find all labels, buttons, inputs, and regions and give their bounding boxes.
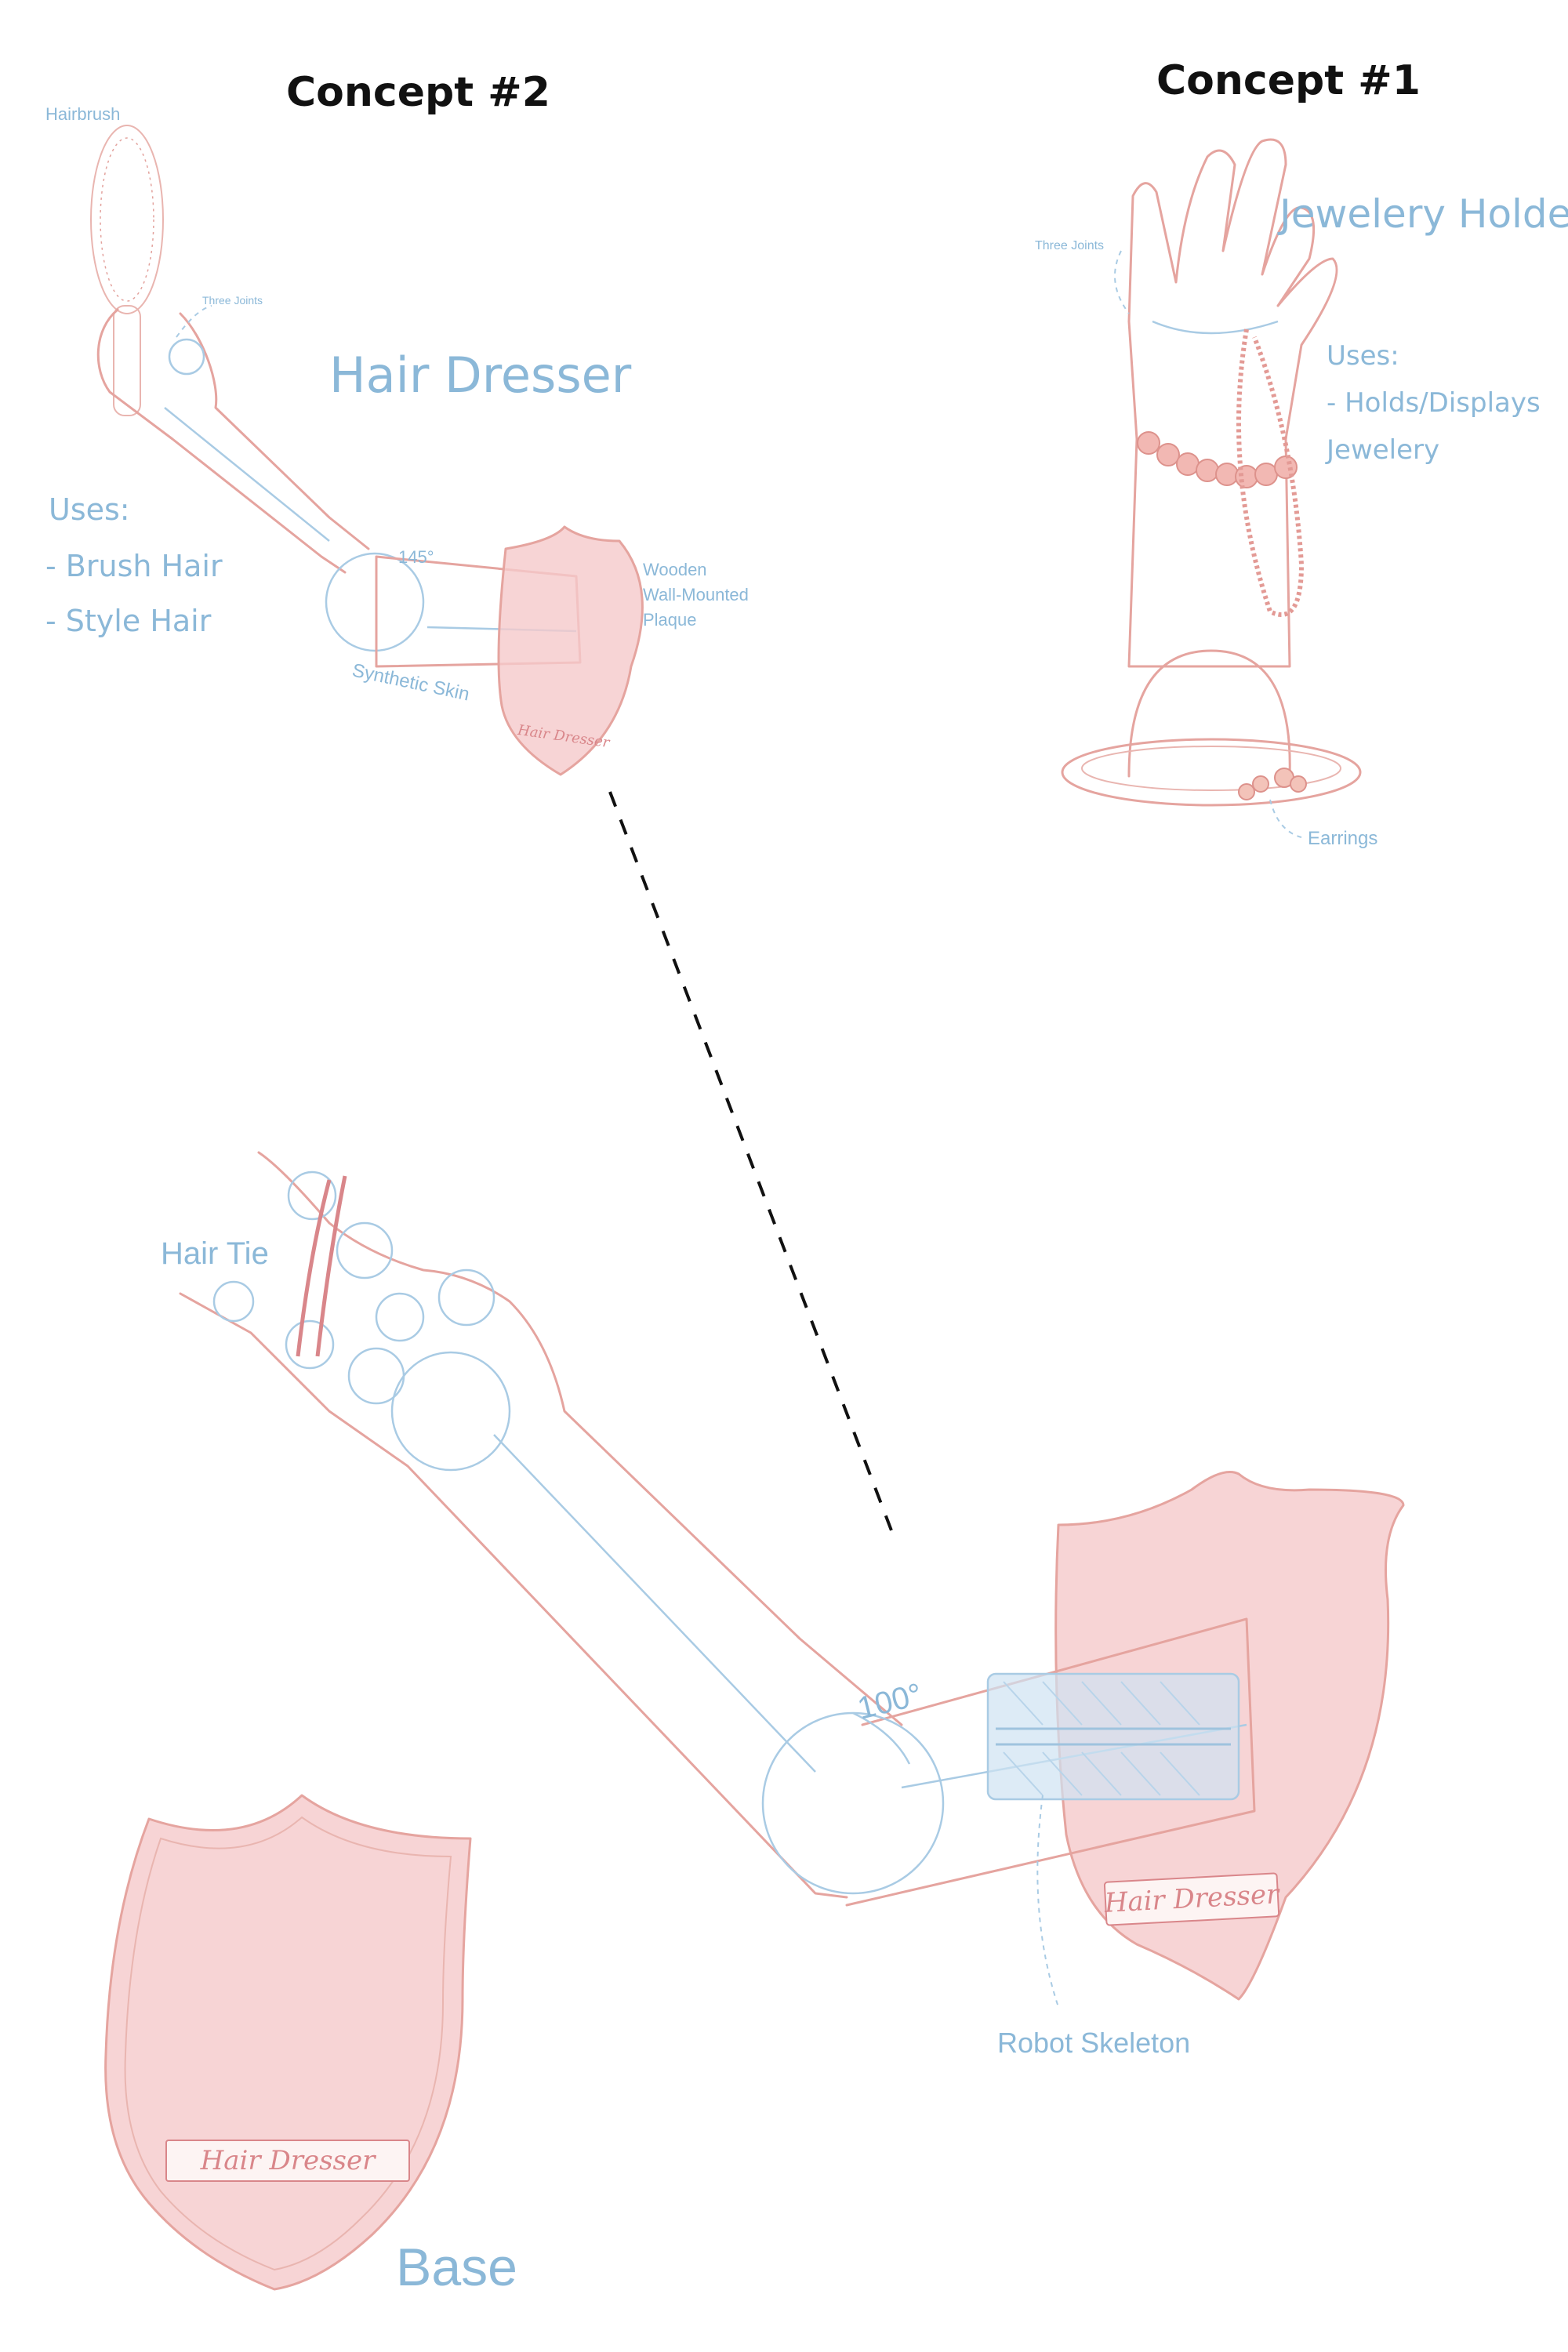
concept-2-arm-sketch bbox=[96, 305, 582, 668]
concept-2-joints-label: Three Joints bbox=[202, 294, 263, 307]
base-label: Base bbox=[396, 2238, 517, 2297]
plaque-label-line3: Plaque bbox=[643, 610, 697, 630]
concept-2-angle-label: 145° bbox=[398, 547, 434, 567]
concept-2-use-2: - Style Hair bbox=[45, 604, 212, 638]
concept-1-joints-label: Three Joints bbox=[1035, 239, 1104, 252]
base-group: Hair Dresser Base bbox=[104, 1794, 517, 2297]
detail-joint-circles bbox=[212, 1171, 945, 1895]
detail-arm-group: Hair Dresser Hair Tie 1 bbox=[161, 1151, 1405, 2059]
concept-2-to-detail-connector bbox=[608, 791, 895, 1537]
earrings-label: Earrings bbox=[1308, 828, 1377, 849]
detail-angle-label: 100° bbox=[855, 1677, 926, 1726]
concept-2-group: Concept #2 Hairbrush Three Joints 145° S… bbox=[45, 69, 749, 776]
robot-skeleton-sketch bbox=[986, 1672, 1240, 2008]
hair-tie-sketch bbox=[296, 1175, 347, 1357]
plaque-label-line1: Wooden bbox=[643, 560, 707, 579]
concept-2-plaque-sketch: Hair Dresser bbox=[497, 525, 644, 776]
hairbrush-label: Hairbrush bbox=[45, 104, 120, 124]
concept-1-title: Jewelery Holder bbox=[1277, 191, 1568, 237]
concept-1-group: Concept #1 Three Joints Jewelery Holde bbox=[1035, 57, 1568, 849]
robot-skeleton-label: Robot Skeleton bbox=[997, 2027, 1190, 2059]
concept-2-use-1: - Brush Hair bbox=[45, 549, 223, 583]
hairbrush-sketch bbox=[90, 125, 164, 416]
hair-tie-label: Hair Tie bbox=[161, 1236, 269, 1271]
concept-2-heading: Concept #2 bbox=[286, 69, 550, 116]
concept-1-use-1: - Holds/Displays bbox=[1327, 387, 1541, 419]
concept-2-uses-heading: Uses: bbox=[49, 492, 130, 527]
base-plaque-sign: Hair Dresser bbox=[200, 2145, 377, 2176]
concept-1-uses-heading: Uses: bbox=[1327, 340, 1399, 372]
jewelery-hand-sketch bbox=[1061, 138, 1362, 838]
concept-1-heading: Concept #1 bbox=[1156, 57, 1421, 104]
plaque-label-line2: Wall-Mounted bbox=[643, 585, 749, 604]
concept-2-title: Hair Dresser bbox=[329, 347, 632, 404]
concept-1-use-1-cont: Jewelery bbox=[1325, 434, 1439, 466]
